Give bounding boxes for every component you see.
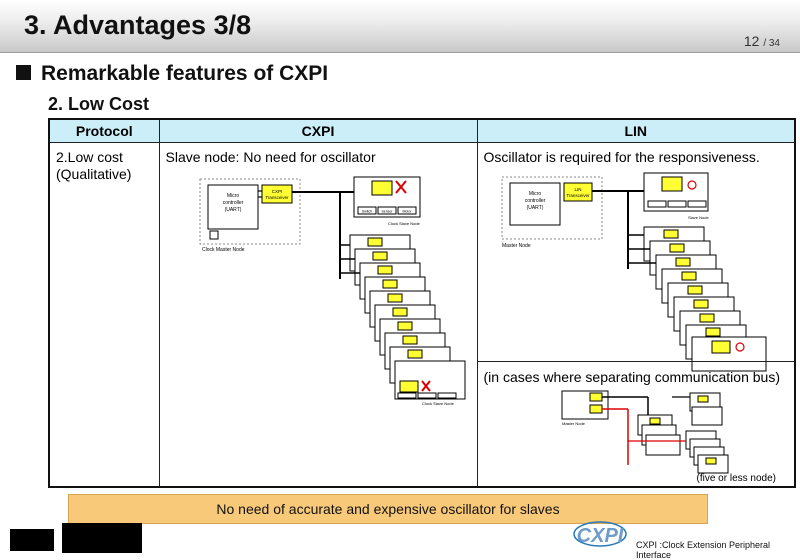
micro-controller-box [207, 184, 258, 230]
svg-text:Motor: Motor [402, 210, 412, 214]
cxpi-description: Slave node: No need for oscillator [165, 149, 376, 165]
table-header-row: Protocol CXPI LIN [48, 118, 796, 143]
cxpi-logo: CXPI [573, 521, 627, 547]
header-lin: LIN [476, 118, 796, 143]
lin-cell: Oscillator is required for the responsiv… [476, 142, 796, 488]
square-bullet-icon [16, 65, 31, 80]
svg-text:controller: controller [222, 200, 243, 206]
redacted-box-left [10, 529, 54, 551]
svg-text:Transceiver: Transceiver [265, 195, 289, 200]
page-number: 12 / 34 [744, 33, 780, 49]
header-cxpi: CXPI [158, 118, 478, 143]
master-node-label: Master Node [502, 243, 531, 249]
svg-text:Master Node: Master Node [562, 421, 586, 426]
slave-stack: Clock Slave Node [349, 234, 465, 406]
lin-description: Oscillator is required for the responsiv… [483, 149, 760, 165]
footer-text: CXPI :Clock Extension Peripheral Interfa… [636, 540, 771, 560]
svg-text:Transceiver: Transceiver [566, 193, 590, 198]
row-label-line1: 2.Low cost [56, 149, 123, 165]
clock-slave-node-label-bottom: Clock Slave Node [422, 401, 455, 406]
comparison-table: Protocol CXPI LIN 2.Low cost (Qualitativ… [48, 118, 796, 488]
svg-text:Switch: Switch [361, 210, 371, 214]
cxpi-network-diagram: Micro controller (UART) CXPI Transceiver… [199, 176, 465, 406]
svg-text:Sensor: Sensor [381, 210, 393, 214]
svg-text:(UART): (UART) [526, 205, 543, 211]
subsection-heading: 2. Low Cost [48, 94, 150, 114]
section-heading: Remarkable features of CXPI [16, 62, 328, 86]
svg-text:(UART): (UART) [224, 207, 241, 213]
slide-title: 3. Advantages 3/8 [24, 10, 252, 40]
five-or-less-note: (five or less node) [696, 473, 776, 484]
header-protocol: Protocol [48, 118, 160, 143]
clock-master-node-label: Clock Master Node [202, 247, 245, 253]
svg-text:LIN: LIN [574, 187, 581, 192]
page-current: 12 [743, 33, 760, 49]
svg-text:controller: controller [524, 198, 545, 204]
table-row: 2.Low cost (Qualitative) Slave node: No … [48, 142, 796, 488]
lin-separated-bus-diagram: Master Node [561, 390, 728, 474]
title-bar: 3. Advantages 3/8 12 / 34 [0, 0, 800, 53]
master-node-frame [199, 178, 300, 245]
conclusion-banner: No need of accurate and expensive oscill… [68, 494, 708, 524]
lin-bus-note: (in cases where separating communication… [483, 369, 780, 385]
lin-network-diagram: Micro controller (UART) LIN Transceiver … [501, 172, 766, 372]
redacted-box-right [62, 523, 142, 553]
clock-slave-node-label: Clock Slave Node [388, 221, 421, 226]
svg-text:CXPI: CXPI [271, 189, 282, 194]
svg-text:Slave Node: Slave Node [688, 215, 709, 220]
svg-text:Micro: Micro [528, 191, 540, 197]
section-heading-text: Remarkable features of CXPI [41, 62, 329, 85]
page-total: / 34 [763, 38, 780, 49]
cxpi-cell: Slave node: No need for oscillator Micro… [158, 142, 478, 488]
row-label-cell: 2.Low cost (Qualitative) [48, 142, 160, 488]
cxpi-logo-text: CXPI [577, 525, 624, 547]
row-label-line2: (Qualitative) [56, 166, 132, 182]
cxpi-transceiver-chip [261, 184, 292, 204]
svg-text:Micro: Micro [226, 193, 238, 199]
